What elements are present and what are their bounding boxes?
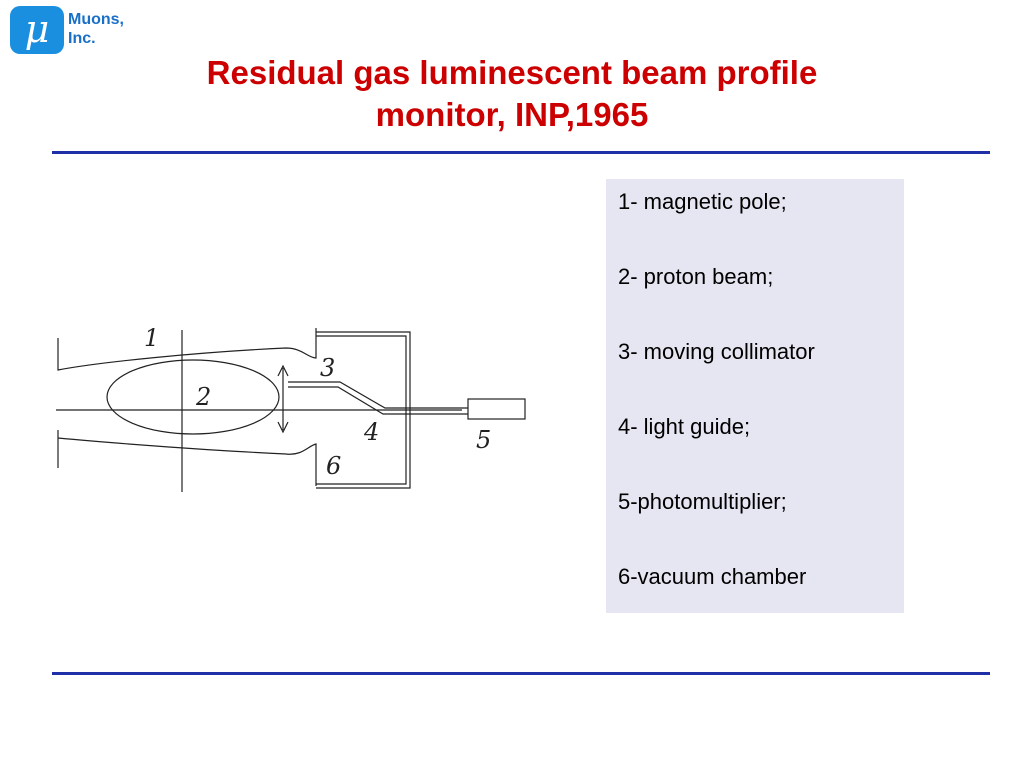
legend-item: 6-vacuum chamber: [618, 564, 807, 589]
label-2: 2: [195, 383, 211, 411]
photomultiplier: [467, 398, 526, 420]
legend-item: 4- light guide;: [618, 414, 751, 439]
logo-line-2: Inc.: [68, 30, 96, 47]
muons-logo: μ Muons, Inc.: [10, 6, 170, 54]
proton-beam-ellipse: [106, 359, 280, 435]
legend-item: 1- magnetic pole;: [618, 189, 787, 214]
label-3: 3: [320, 354, 335, 382]
mu-logo-icon: μ: [10, 6, 64, 54]
magnetic-pole-upper: [57, 328, 317, 371]
legend-item: 2- proton beam;: [618, 264, 774, 289]
magnetic-pole-lower: [57, 430, 317, 486]
logo-line-1: Muons,: [68, 11, 124, 28]
title-line-1: Residual gas luminescent beam profile: [206, 54, 818, 91]
bottom-divider: [52, 672, 990, 675]
legend-item: 5-photomultiplier;: [618, 489, 787, 514]
slide-title: Residual gas luminescent beam profile mo…: [100, 52, 924, 136]
label-4: 4: [363, 418, 379, 446]
logo-wordmark: Muons, Inc.: [68, 10, 124, 48]
title-line-2: monitor, INP,1965: [375, 96, 649, 133]
light-guide: [288, 381, 468, 409]
vacuum-chamber: [316, 331, 411, 489]
label-1: 1: [144, 324, 159, 352]
label-5: 5: [476, 426, 491, 454]
label-6: 6: [326, 452, 341, 480]
top-divider: [52, 151, 990, 154]
legend-item: 3- moving collimator: [618, 339, 815, 364]
beam-monitor-diagram: 1 2 3 4 5 6: [56, 324, 526, 492]
legend-box: 1- magnetic pole; 2- proton beam; 3- mov…: [606, 179, 904, 613]
